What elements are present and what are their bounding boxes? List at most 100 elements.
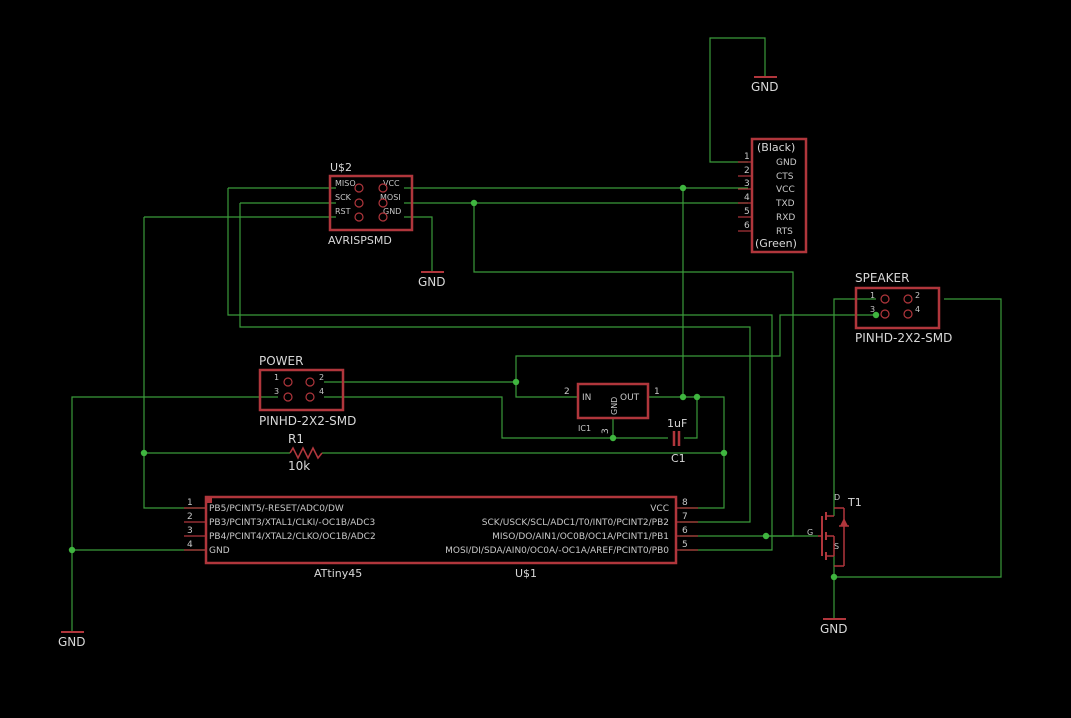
pin-number: 5 bbox=[744, 207, 750, 217]
pin-number: 2 bbox=[915, 291, 920, 300]
junction-dot bbox=[679, 393, 687, 401]
pin-name: PB4/PCINT4/XTAL2/CLKO/OC1B/ADC2 bbox=[209, 532, 376, 542]
pin-number: 2 bbox=[564, 387, 570, 397]
ftdi-connector[interactable]: (Black) (Green) 1 GND 2 CTS 3 VCC 4 TXD … bbox=[738, 137, 808, 254]
pin-name: VCC bbox=[650, 504, 669, 514]
junction-dot bbox=[512, 378, 520, 386]
mcu-left-pin-1: 1 PB5/PCINT5/-RESET/ADC0/DW bbox=[184, 498, 344, 514]
ftdi-pin-1: 1 GND bbox=[738, 152, 797, 168]
pin-number: 8 bbox=[682, 498, 688, 508]
ftdi-pin-2: 2 CTS bbox=[738, 166, 794, 182]
pin-number: 4 bbox=[187, 540, 193, 550]
transistor-ref-label: T1 bbox=[847, 496, 862, 509]
pin-name: TXD bbox=[775, 199, 795, 209]
pin-number: 2 bbox=[187, 512, 193, 522]
mcu-ref-label: U$1 bbox=[515, 567, 537, 580]
transistor-drain-label: D bbox=[834, 493, 840, 502]
pin-name: RTS bbox=[776, 227, 793, 237]
gnd-symbol-isp: GND bbox=[418, 271, 446, 289]
pin-number: 3 bbox=[187, 526, 193, 536]
power-ref-label: POWER bbox=[259, 354, 303, 368]
isp-pin-miso: MISO bbox=[335, 179, 356, 188]
power-value-label: PINHD-2X2-SMD bbox=[259, 414, 356, 428]
gnd-label: GND bbox=[751, 80, 779, 94]
wires bbox=[71, 37, 1002, 632]
mcu-left-pin-4: 4 GND bbox=[184, 540, 230, 556]
junction-dot bbox=[609, 434, 617, 442]
pin-number: 3 bbox=[274, 387, 279, 396]
ftdi-pin-4: 4 TXD bbox=[738, 193, 795, 209]
mcu-right-pin-5: 5 MOSI/DI/SDA/AIN0/OC0A/-OC1A/AREF/PCINT… bbox=[445, 540, 698, 556]
resistor-value-label: 10k bbox=[288, 459, 310, 473]
pin-number: 3 bbox=[601, 428, 611, 434]
gnd-label: GND bbox=[58, 635, 86, 649]
pin-number: 7 bbox=[682, 512, 688, 522]
pin-name: PB3/PCINT3/XTAL1/CLKI/-OC1B/ADC3 bbox=[209, 518, 375, 528]
isp-pin-rst: RST bbox=[335, 207, 351, 216]
mcu-left-pin-2: 2 PB3/PCINT3/XTAL1/CLKI/-OC1B/ADC3 bbox=[184, 512, 375, 528]
pin-name: VCC bbox=[776, 185, 795, 195]
ftdi-top-label: (Black) bbox=[757, 141, 795, 154]
resistor-ref-label: R1 bbox=[288, 432, 304, 446]
mcu-left-pin-3: 3 PB4/PCINT4/XTAL2/CLKO/OC1B/ADC2 bbox=[184, 526, 376, 542]
pin-name: RXD bbox=[776, 213, 795, 223]
pin-name: MOSI/DI/SDA/AIN0/OC0A/-OC1A/AREF/PCINT0/… bbox=[445, 546, 669, 556]
junction-dot bbox=[693, 393, 701, 401]
gnd-symbol-top: GND bbox=[751, 76, 779, 94]
mcu-value-label: ATtiny45 bbox=[314, 567, 362, 580]
transistor-gate-label: G bbox=[807, 528, 813, 537]
isp-pin-sck: SCK bbox=[335, 193, 352, 202]
capacitor[interactable]: 1uF C1 bbox=[667, 417, 687, 465]
pin-number: 1 bbox=[654, 387, 660, 397]
pin-number: 1 bbox=[744, 152, 750, 162]
pin-number: 1 bbox=[187, 498, 193, 508]
junction-dot bbox=[830, 573, 838, 581]
pin-number: 1 bbox=[870, 291, 875, 300]
mcu-right-pin-8: 8 VCC bbox=[650, 498, 698, 514]
voltage-regulator[interactable]: IN OUT GND 2 1 3 IC1 bbox=[564, 382, 660, 434]
pin-name: GND bbox=[776, 158, 797, 168]
microcontroller-attiny45[interactable]: ATtiny45 U$1 1 PB5/PCINT5/-RESET/ADC0/DW… bbox=[184, 495, 698, 580]
mcu-right-pin-6: 6 MISO/DO/AIN1/OC0B/OC1A/PCINT1/PB1 bbox=[492, 526, 698, 542]
pin-name: PB5/PCINT5/-RESET/ADC0/DW bbox=[209, 504, 344, 514]
speaker-ref-label: SPEAKER bbox=[855, 271, 909, 285]
reg-gnd-label: GND bbox=[610, 397, 619, 415]
ftdi-pin-3: 3 VCC bbox=[738, 179, 795, 195]
ftdi-bottom-label: (Green) bbox=[755, 237, 797, 250]
junction-dot bbox=[470, 199, 478, 207]
resistor[interactable]: R1 10k bbox=[288, 432, 323, 473]
junctions bbox=[68, 184, 880, 581]
junction-dot bbox=[762, 532, 770, 540]
pin-name: MISO/DO/AIN1/OC0B/OC1A/PCINT1/PB1 bbox=[492, 532, 669, 542]
gnd-symbol-right: GND bbox=[820, 618, 848, 636]
pin-number: 6 bbox=[682, 526, 688, 536]
mosfet-transistor[interactable]: T1 D G S bbox=[807, 493, 862, 567]
mcu-right-pin-7: 7 SCK/USCK/SCL/ADC1/T0/INT0/PCINT2/PB2 bbox=[482, 512, 698, 528]
pin-number: 5 bbox=[682, 540, 688, 550]
isp-header[interactable]: U$2 AVRISPSMD MISO SCK RST VCC MOSI GND bbox=[328, 161, 414, 247]
pin-number: 3 bbox=[870, 305, 875, 314]
speaker-header[interactable]: SPEAKER PINHD-2X2-SMD 1 2 3 4 bbox=[854, 271, 952, 345]
ftdi-pin-6: 6 RTS bbox=[738, 221, 793, 237]
pin-number: 3 bbox=[744, 179, 750, 189]
power-header[interactable]: POWER PINHD-2X2-SMD 1 2 3 4 bbox=[258, 354, 356, 428]
isp-ref-label: U$2 bbox=[330, 161, 352, 174]
reg-ref-label: IC1 bbox=[578, 424, 591, 433]
junction-dot bbox=[720, 449, 728, 457]
pin-number: 1 bbox=[274, 373, 279, 382]
capacitor-value-label: 1uF bbox=[667, 417, 687, 430]
reg-in-label: IN bbox=[582, 393, 591, 403]
isp-pin-gnd: GND bbox=[383, 207, 401, 216]
pin-name: SCK/USCK/SCL/ADC1/T0/INT0/PCINT2/PB2 bbox=[482, 518, 669, 528]
pin-number: 4 bbox=[744, 193, 750, 203]
junction-dot bbox=[872, 311, 880, 319]
capacitor-ref-label: C1 bbox=[671, 452, 686, 465]
ftdi-pin-5: 5 RXD bbox=[738, 207, 795, 223]
pin-number: 4 bbox=[915, 305, 920, 314]
speaker-value-label: PINHD-2X2-SMD bbox=[855, 331, 952, 345]
gnd-symbol-left: GND bbox=[58, 631, 86, 649]
pin-number: 6 bbox=[744, 221, 750, 231]
junction-dot bbox=[679, 184, 687, 192]
pin-name: GND bbox=[209, 546, 230, 556]
